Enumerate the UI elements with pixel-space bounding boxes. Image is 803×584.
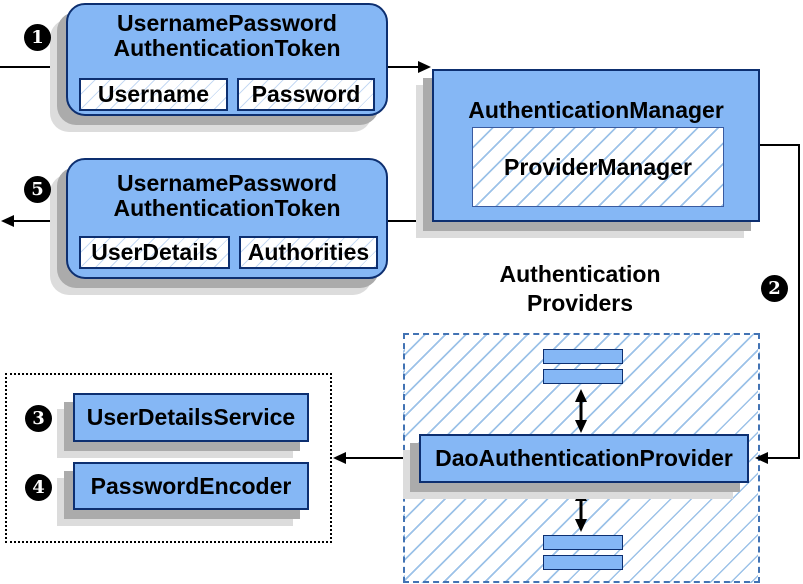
username-field: Username	[79, 78, 228, 111]
authentication-providers-label: Authentication Providers	[455, 260, 705, 318]
authentication-manager-title: AuthenticationManager	[468, 97, 724, 123]
username-password-token-result-box: UsernamePassword AuthenticationToken Use…	[66, 158, 388, 279]
step-3-badge: 3	[25, 405, 52, 432]
flow-line-to-dao-provider	[758, 144, 800, 459]
token-request-title-line1: UsernamePassword	[117, 10, 337, 36]
authorities-field: Authorities	[239, 236, 378, 269]
token-request-title-line2: AuthenticationToken	[113, 35, 341, 61]
authentication-providers-label-line1: Authentication	[499, 261, 661, 287]
password-encoder-box: PasswordEncoder	[73, 462, 309, 510]
provider-placeholder-bar	[543, 369, 623, 384]
arrowhead-to-services	[333, 452, 346, 464]
authentication-providers-label-line2: Providers	[526, 290, 634, 316]
provider-manager-box: ProviderManager	[472, 127, 724, 207]
step-2-badge: 2	[761, 275, 788, 302]
authentication-manager-box: AuthenticationManager ProviderManager	[432, 69, 760, 222]
arrowhead-response-left	[1, 215, 14, 227]
token-result-fields: UserDetails Authorities	[79, 236, 378, 269]
token-result-title-line1: UsernamePassword	[117, 170, 337, 196]
step-1-badge: 1	[24, 24, 51, 51]
password-field: Password	[237, 78, 375, 111]
token-request-fields: Username Password	[79, 78, 375, 111]
user-details-field: UserDetails	[79, 236, 230, 269]
step-4-badge: 4	[25, 474, 52, 501]
token-result-title: UsernamePassword AuthenticationToken	[68, 171, 386, 221]
token-result-title-line2: AuthenticationToken	[113, 195, 341, 221]
token-request-title: UsernamePassword AuthenticationToken	[68, 11, 386, 61]
dao-authentication-provider-box: DaoAuthenticationProvider	[419, 434, 749, 483]
services-container	[5, 373, 332, 543]
username-password-token-request-box: UsernamePassword AuthenticationToken Use…	[66, 3, 388, 116]
provider-placeholder-bar	[543, 555, 623, 570]
arrowhead-to-authentication-manager	[418, 61, 431, 73]
provider-placeholder-bar	[543, 349, 623, 364]
step-5-badge: 5	[24, 176, 51, 203]
user-details-service-box: UserDetailsService	[73, 393, 309, 442]
provider-placeholder-bar	[543, 535, 623, 550]
